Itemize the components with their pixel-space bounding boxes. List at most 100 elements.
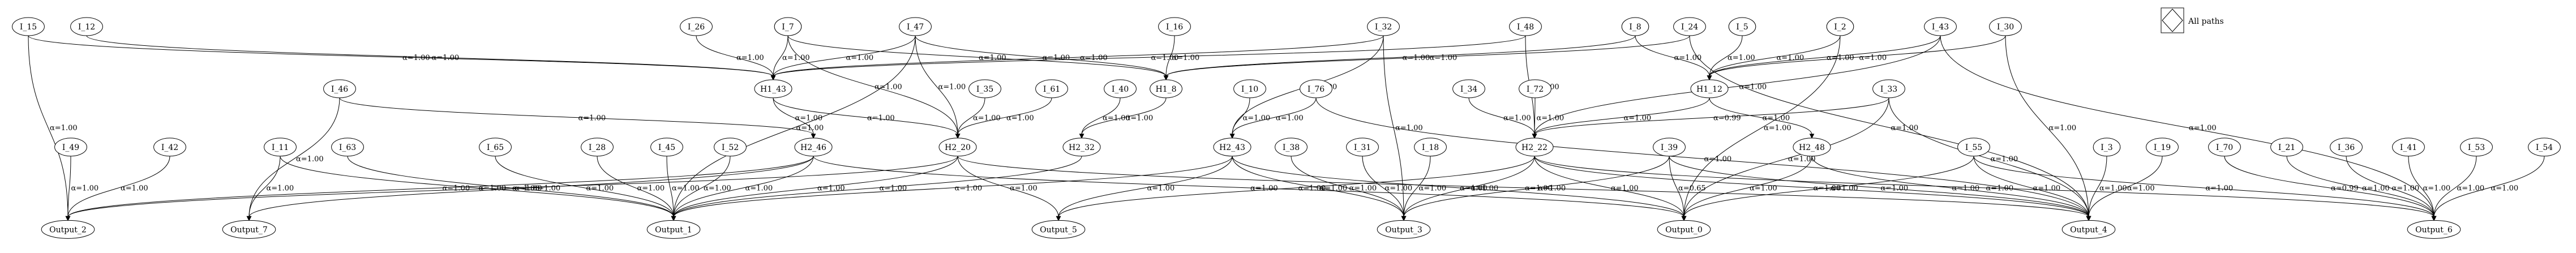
edge-line	[1709, 35, 1941, 76]
edge-line	[915, 35, 958, 135]
edge-line	[1811, 156, 2089, 217]
edge-arrowhead-icon	[2431, 216, 2437, 221]
edge-weight-label: α=1.00	[795, 114, 823, 122]
node-I_21: I_21	[2270, 138, 2303, 157]
edge-I_46-to-H2_46: α=1.00	[339, 97, 816, 139]
node-label: I_63	[339, 143, 356, 152]
node-label: I_38	[1283, 143, 1300, 152]
node-I_41: I_41	[2392, 138, 2425, 157]
edge-arrowhead-icon	[65, 216, 71, 221]
edge-line	[248, 156, 814, 217]
edge-line	[2224, 156, 2434, 217]
node-label: I_72	[1527, 85, 1544, 94]
edge-weight-label: α=1.00	[1298, 185, 1326, 193]
node-ellipse	[1690, 79, 1729, 98]
node-ellipse	[646, 220, 701, 239]
edge-weight-label: α=1.00	[979, 54, 1006, 62]
edge-weight-label: α=1.00	[938, 83, 966, 91]
edge-I_39-to-Output_3: α=1.00	[1401, 156, 1670, 221]
node-label: I_24	[1681, 23, 1698, 32]
edge-I_10-to-H2_43: α=1.00	[1229, 97, 1270, 139]
node-label: I_40	[1112, 85, 1129, 94]
edge-I_35-to-H2_20: α=1.00	[955, 97, 1001, 139]
node-H2_46: H2_46	[794, 138, 833, 157]
edge-weight-label: α=1.00	[1611, 185, 1639, 193]
edge-weight-label: α=1.00	[1764, 124, 1791, 132]
node-ellipse	[899, 17, 932, 36]
edge-arrowhead-icon	[1401, 216, 1407, 221]
node-I_70: I_70	[2208, 138, 2241, 157]
node-ellipse	[1300, 79, 1332, 98]
node-I_7: I_7	[774, 17, 802, 36]
node-I_42: I_42	[153, 138, 186, 157]
node-ellipse	[1793, 138, 1831, 157]
node-I_47: I_47	[899, 17, 932, 36]
edge-line	[673, 156, 814, 217]
edge-weight-label: α=1.00	[1763, 114, 1790, 122]
edge-weight-label: α=1.00	[2423, 185, 2451, 193]
node-H1_12: H1_12	[1690, 79, 1729, 98]
node-I_38: I_38	[1275, 138, 1308, 157]
node-H1_8: H1_8	[1150, 79, 1182, 98]
edge-weight-label: α=1.00	[2362, 185, 2390, 193]
edge-line	[1165, 35, 1636, 77]
node-label: H2_20	[945, 143, 971, 152]
node-label: I_42	[161, 143, 178, 152]
edge-line	[1058, 156, 1535, 217]
edge-weight-label: α=1.00	[1739, 83, 1767, 91]
edge-line	[1315, 97, 2089, 217]
edge-line	[957, 156, 2089, 217]
edge-weight-label: α=1.00	[1814, 185, 1841, 193]
node-I_48: I_48	[1509, 17, 1542, 36]
node-ellipse	[1452, 79, 1485, 98]
node-ellipse	[2407, 220, 2461, 239]
node-Output_6: Output_6	[2407, 220, 2461, 239]
edge-line	[1081, 97, 1121, 135]
node-label: I_28	[589, 143, 606, 152]
node-ellipse	[2093, 138, 2121, 157]
edge-line	[67, 156, 71, 217]
node-ellipse	[70, 17, 103, 36]
edge-I_5-to-H1_12: α=1.00	[1707, 35, 1755, 80]
node-label: I_8	[1629, 23, 1641, 32]
edge-I_76-to-Output_4: α=1.00	[1315, 97, 2091, 221]
node-label: I_19	[2154, 143, 2171, 152]
edge-line	[957, 97, 1052, 135]
edge-weight-label: α=1.00	[432, 54, 460, 62]
edge-line	[1403, 156, 1431, 217]
node-label: Output_6	[2415, 225, 2453, 234]
node-label: I_46	[331, 85, 348, 94]
edge-I_30-to-H1_12: α=1.00	[1707, 35, 2006, 80]
edge-line	[28, 35, 68, 217]
edge-I_8-to-H1_12: α=1.00	[1635, 35, 1712, 80]
edge-line	[67, 156, 170, 217]
node-ellipse	[1515, 138, 1554, 157]
edge-line	[339, 97, 814, 135]
edge-line	[1669, 156, 2089, 217]
edge-weight-label: α=1.00	[1126, 114, 1154, 122]
edge-I_54-to-Output_6: α=1.00	[2431, 156, 2545, 221]
edge-weight-label: α=0.65	[1678, 185, 1706, 193]
edge-weight-label: α=1.00	[1831, 185, 1858, 193]
edge-weight-label: α=1.00	[1250, 185, 1278, 193]
node-label: Output_1	[655, 225, 692, 234]
node-I_55: I_55	[1957, 138, 1990, 157]
node-label: Output_0	[1665, 225, 1703, 234]
node-I_12: I_12	[70, 17, 103, 36]
edge-line	[1534, 156, 2089, 217]
edge-I_15-to-H1_43: α=1.00	[28, 35, 776, 80]
edge-line	[1635, 35, 1710, 76]
edge-weight-label: α=1.00	[1704, 155, 1732, 164]
edge-I_11-to-Output_7: α=1.00	[246, 156, 294, 221]
node-label: I_53	[2468, 143, 2485, 152]
node-label: I_15	[20, 23, 37, 32]
node-ellipse	[1673, 17, 1706, 36]
node-I_31: I_31	[1346, 138, 1379, 157]
edge-weight-label: α=1.00	[121, 185, 148, 193]
node-label: Output_7	[230, 225, 268, 234]
node-label: I_21	[2278, 143, 2295, 152]
edge-weight-label: α=1.00	[1320, 185, 1348, 193]
node-Output_2: Output_2	[41, 220, 95, 239]
node-ellipse	[1233, 79, 1266, 98]
